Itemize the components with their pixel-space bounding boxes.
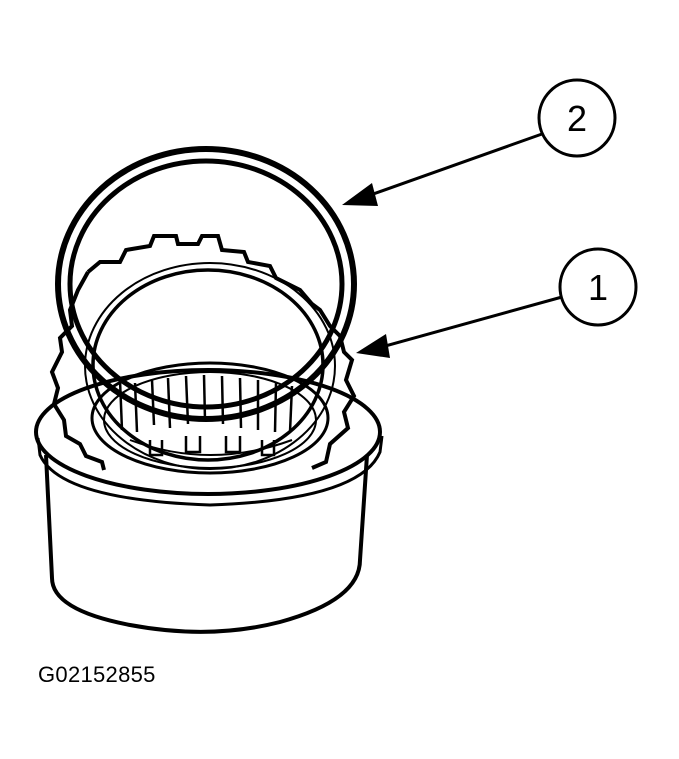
callout-1: 1 <box>356 247 638 358</box>
drum-housing <box>34 361 384 634</box>
callout-2-leader <box>361 132 543 200</box>
callout-1-leader <box>377 295 563 350</box>
part-2-snap-ring <box>55 146 357 422</box>
callout-2: 2 <box>342 78 617 206</box>
callout-2-arrowhead <box>342 183 378 206</box>
callout-2-label: 2 <box>567 98 587 139</box>
figure-id-label: G02152855 <box>38 662 156 687</box>
callout-1-arrowhead <box>356 334 390 358</box>
callout-1-label: 1 <box>588 267 608 308</box>
callout-1-circle <box>558 247 638 327</box>
callout-2-circle <box>537 78 617 158</box>
